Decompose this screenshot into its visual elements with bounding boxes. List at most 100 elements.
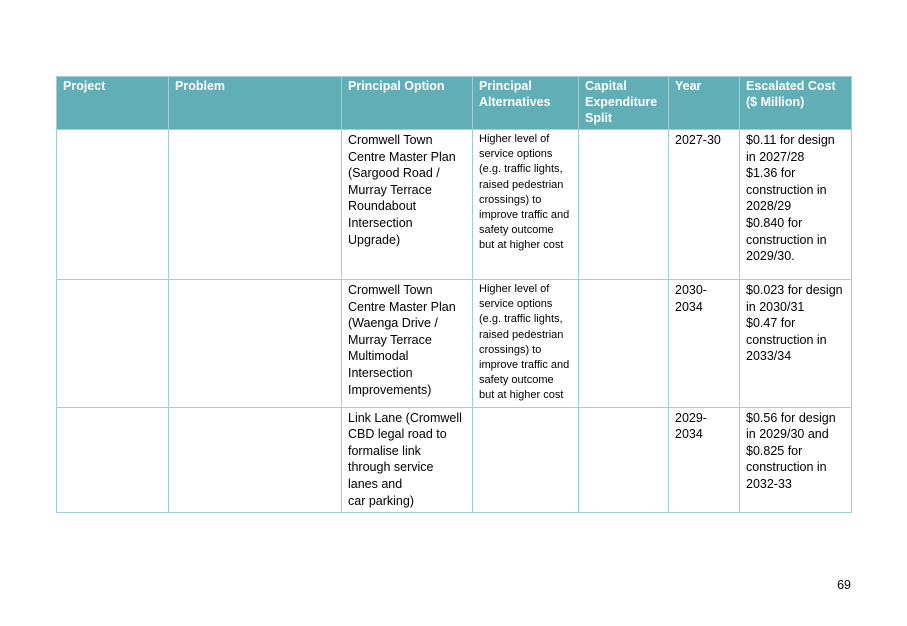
header-line: Problem <box>175 79 226 93</box>
cell-capital-expenditure-split <box>578 406 669 514</box>
cell-text-line: construction in <box>746 332 827 347</box>
header-line: Alternatives <box>479 95 551 109</box>
cell-text-line: construction in <box>746 182 827 197</box>
cell-text-line: through service <box>348 460 434 475</box>
header-year: Year <box>668 76 740 130</box>
cell-text-line: $0.47 for <box>746 316 796 331</box>
cell-text-line: (e.g. traffic lights, <box>479 163 563 176</box>
header-problem: Problem <box>168 76 342 130</box>
cell-text-line: 2032-33 <box>746 477 792 491</box>
cell-text-line: raised pedestrian <box>479 178 564 191</box>
cell-text-line: 2027-30 <box>675 133 721 147</box>
cell-text-line: service options <box>479 148 553 161</box>
cell-text-line: Intersection <box>348 365 413 380</box>
cell-text-line: Multimodal <box>348 349 409 364</box>
cell-text-line: Higher level of <box>479 283 550 295</box>
cell-text-line: Higher level of <box>479 133 550 145</box>
cell-text-line: 2028/29 <box>746 199 792 214</box>
cell-text-line: in 2029/30 and <box>746 427 829 442</box>
cell-text-line: formalise link <box>348 443 421 458</box>
cell-text-line: Improvements) <box>348 382 432 397</box>
cell-text-line: but at higher cost <box>479 389 564 402</box>
cell-year: 2030- 2034 <box>668 279 740 408</box>
header-principal-alternatives: Principal Alternatives <box>472 76 579 130</box>
cell-year: 2029-2034 <box>668 406 740 514</box>
cell-text-line: crossings) to <box>479 343 542 356</box>
cell-text-line: Centre Master Plan <box>348 299 456 314</box>
cell-text-line: crossings) to <box>479 193 542 206</box>
header-line: Capital <box>585 79 627 93</box>
cell-text-line: 2034 <box>675 427 703 442</box>
cell-text-line: 2033/34 <box>746 349 792 364</box>
cell-text-line: $0.56 for design <box>746 410 836 425</box>
header-principal-option: Principal Option <box>341 76 473 130</box>
cell-text-line: Cromwell Town <box>348 283 433 297</box>
cell-project <box>56 129 169 280</box>
header-line: Project <box>63 79 106 93</box>
cell-text-line: construction in <box>746 232 827 247</box>
header-line: Escalated Cost <box>746 79 836 93</box>
cell-problem <box>168 129 342 280</box>
header-line: Principal <box>479 79 532 93</box>
header-escalated-cost: Escalated Cost ($ Million) <box>739 76 852 130</box>
cell-text-line: safety outcome <box>479 224 554 237</box>
cell-principal-alternatives: Higher level of service options (e.g. traf… <box>472 279 579 408</box>
cell-text-line: (Sargood Road / <box>348 166 440 181</box>
cell-escalated-cost: $0.56 for design in 2029/30 and$0.825 for… <box>739 406 852 514</box>
cell-text-line: raised pedestrian <box>479 328 564 341</box>
cell-text-line: $1.36 for <box>746 166 796 181</box>
header-line: Principal Option <box>348 79 445 93</box>
cell-principal-alternatives <box>472 406 579 514</box>
cell-text-line: Cromwell Town <box>348 133 433 147</box>
cell-text-line: $0.840 for <box>746 215 803 230</box>
cell-text-line: Upgrade) <box>348 232 401 247</box>
cell-project <box>56 406 169 514</box>
cell-text-line: construction in <box>746 460 827 475</box>
cell-text-line: 2029/30. <box>746 249 795 264</box>
cell-text-line: Link Lane (Cromwell <box>348 410 462 425</box>
header-line: Split <box>585 111 613 125</box>
cell-text-line: (e.g. traffic lights, <box>479 313 563 326</box>
cell-text-line: $0.825 for <box>746 443 803 458</box>
projects-table: Project Problem Principal Option Princip… <box>56 76 852 514</box>
cell-text-line: CBD legal road to <box>348 427 447 442</box>
cell-problem <box>168 279 342 408</box>
header-line: Expenditure <box>585 95 658 109</box>
cell-capital-expenditure-split <box>578 279 669 408</box>
page-number: 69 <box>837 578 851 592</box>
cell-text-line: 2034 <box>675 299 703 314</box>
cell-text-line: Murray Terrace <box>348 332 432 347</box>
table-header-row: Project Problem Principal Option Princip… <box>56 76 852 130</box>
cell-text-line: service options <box>479 298 553 311</box>
cell-problem <box>168 406 342 514</box>
cell-text-line: but at higher cost <box>479 239 564 252</box>
cell-text-line: Intersection <box>348 215 413 230</box>
cell-text-line: in 2027/28 <box>746 149 805 164</box>
cell-year: 2027-30 <box>668 129 740 280</box>
cell-capital-expenditure-split <box>578 129 669 280</box>
cell-text-line: improve traffic and <box>479 209 570 222</box>
cell-text-line: car parking) <box>348 493 414 508</box>
cell-project <box>56 279 169 408</box>
cell-principal-alternatives: Higher level of service options (e.g. traf… <box>472 129 579 280</box>
header-line: ($ Million) <box>746 95 805 109</box>
cell-text-line: 2030- <box>675 283 707 297</box>
header-capital-expenditure-split: Capital Expenditure Split <box>578 76 669 130</box>
cell-text-line: in 2030/31 <box>746 299 805 314</box>
cell-text-line: safety outcome <box>479 374 554 387</box>
header-project: Project <box>56 76 169 130</box>
cell-text-line: $0.023 for design <box>746 283 843 297</box>
cell-text-line: Centre Master Plan <box>348 149 456 164</box>
cell-text-line: improve traffic and <box>479 359 570 372</box>
cell-text-line: $0.11 for design <box>746 133 835 147</box>
cell-text-line: Roundabout <box>348 199 417 214</box>
cell-text-line: lanes and <box>348 477 403 491</box>
